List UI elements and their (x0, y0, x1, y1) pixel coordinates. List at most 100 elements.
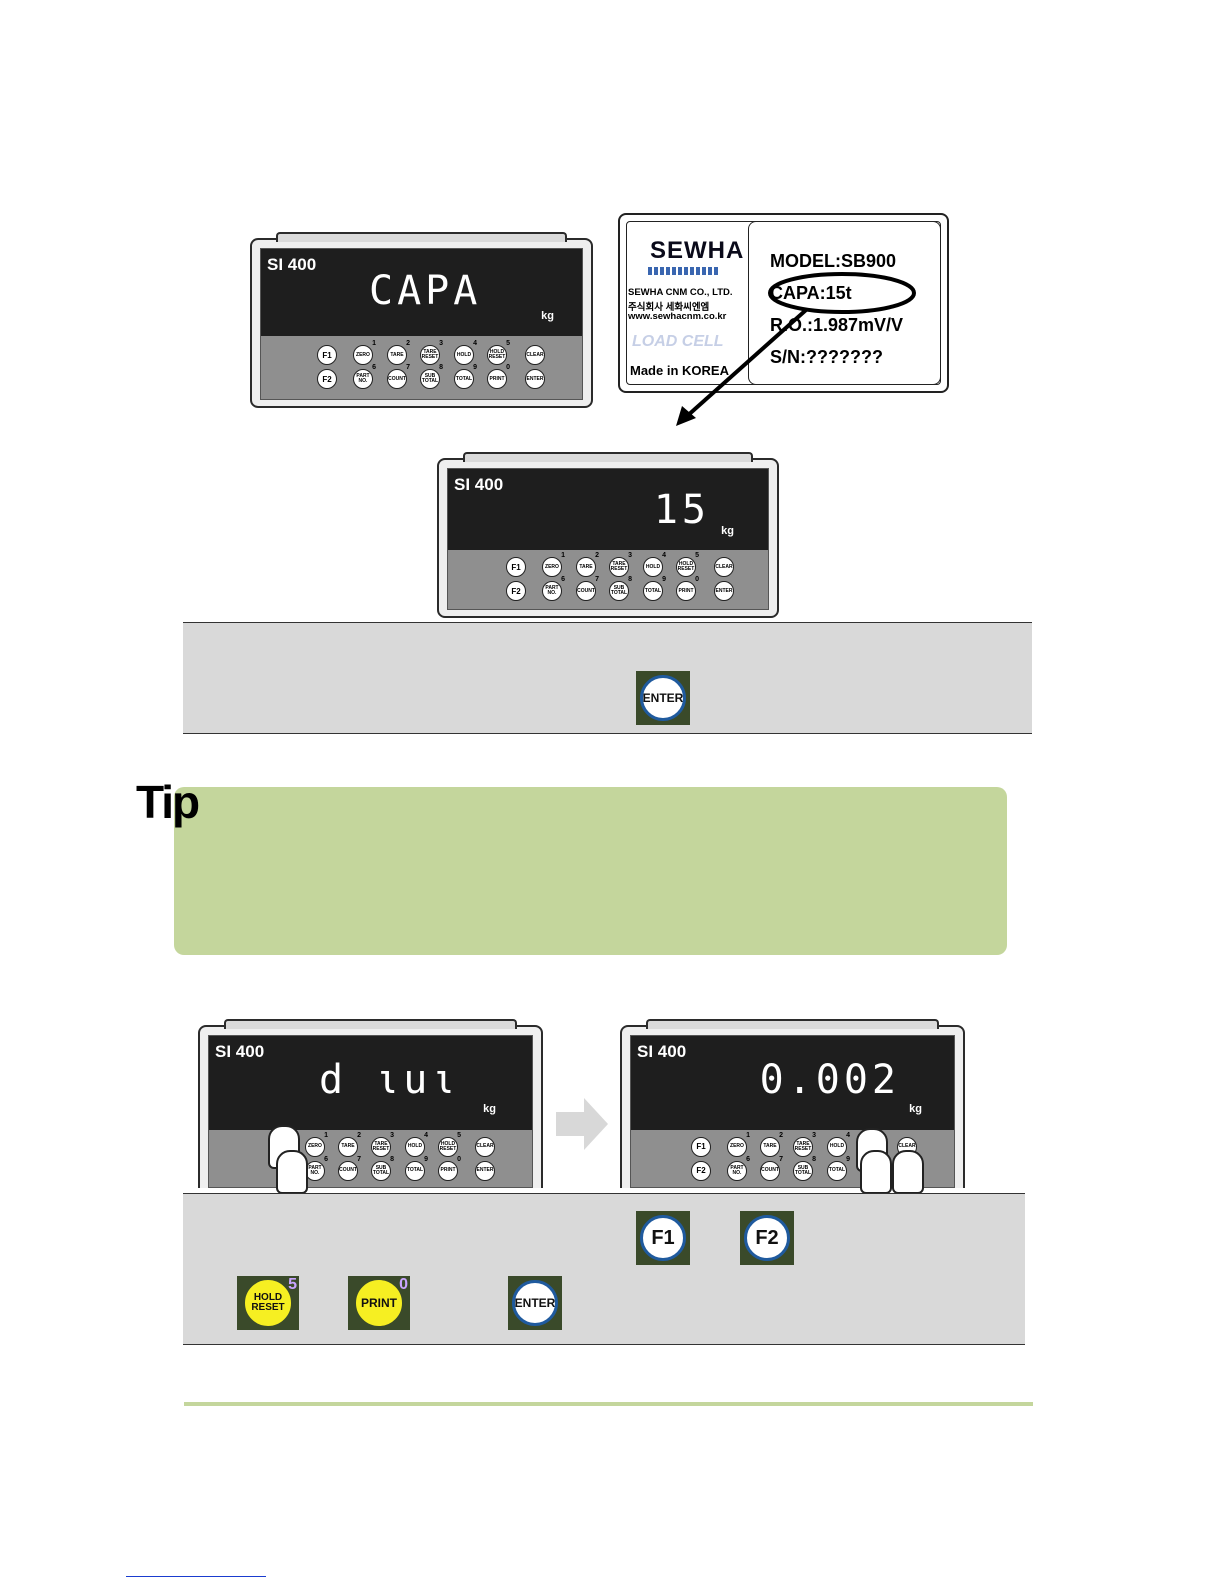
clear-key[interactable]: CLEAR (525, 345, 545, 365)
load-cell-label: SEWHA SEWHA CNM CO., LTD. 주식회사 세화씨엔엠 www… (618, 213, 949, 393)
f1-button-icon: F1 (636, 1211, 690, 1265)
arrow-right-icon (556, 1098, 608, 1150)
enter-button-icon: ENTER (636, 671, 690, 725)
f2-key[interactable]: F2 (317, 369, 337, 389)
part-no-key[interactable]: PART NO.6 (353, 364, 376, 389)
part-no-key[interactable]: PART NO.6 (542, 576, 565, 601)
print-button-icon: PRINT 0 (348, 1276, 410, 1330)
finger-icon (892, 1150, 924, 1194)
company-name: SEWHA CNM CO., LTD. (628, 287, 733, 298)
model-label: SI 400 (267, 255, 317, 274)
display-reading: d ιuι (319, 1056, 460, 1103)
display-screen: SI 400 15 kg (448, 469, 768, 551)
unit-label: kg (483, 1102, 496, 1115)
display-reading: 15 (653, 486, 710, 533)
enter-key[interactable]: ENTER (525, 369, 545, 389)
display-screen: SI 400 d ιuι kg (209, 1036, 532, 1130)
display-screen: SI 400 0.002 kg (631, 1036, 954, 1130)
hold-reset-button-icon: HOLD RESET 5 (237, 1276, 299, 1330)
finger-icon (276, 1150, 308, 1194)
capa-highlight-arrow (676, 272, 916, 426)
finger-icon (860, 1150, 892, 1194)
instruction-bar-2: F1 F2 HOLD RESET 5 PRINT 0 ENTER (183, 1193, 1025, 1345)
unit-label: kg (541, 310, 554, 323)
company-name-kr: 주식회사 세화씨엔엠 (628, 302, 710, 313)
unit-label: kg (721, 525, 734, 538)
spec-capa: CAPA:15t (770, 283, 852, 303)
clear-key[interactable]: CLEAR (475, 1136, 495, 1157)
display-screen: SI 400 CAPA kg (261, 249, 582, 336)
model-label: SI 400 (454, 475, 504, 494)
tip-title: Tip (136, 776, 200, 828)
enter-key[interactable]: ENTER (475, 1160, 495, 1181)
f1-key[interactable]: F1 (506, 557, 526, 577)
display-reading: 0.002 (759, 1056, 900, 1103)
f2-key[interactable]: F2 (691, 1160, 711, 1181)
spec-model: MODEL:SB900 (770, 251, 897, 271)
footer-link-underline (126, 1576, 266, 1577)
part-no-key[interactable]: PART NO.6 (305, 1156, 328, 1181)
f1-key[interactable]: F1 (691, 1136, 711, 1157)
f1-key[interactable]: F1 (317, 345, 337, 365)
spec-sn: S/N:??????? (770, 347, 883, 367)
f2-key[interactable]: F2 (506, 581, 526, 601)
section-divider (184, 1402, 1033, 1406)
instruction-bar-1: ENTER (183, 622, 1032, 734)
display-reading: CAPA (369, 268, 482, 315)
enter-key[interactable]: ENTER (714, 581, 734, 601)
tip-box (174, 787, 1007, 955)
enter-button-icon: ENTER (508, 1276, 562, 1330)
clear-key[interactable]: CLEAR (714, 557, 734, 577)
unit-label: kg (909, 1102, 922, 1115)
spec-ro: R.O.:1.987mV/V (770, 315, 904, 335)
part-no-key[interactable]: PART NO.6 (727, 1156, 750, 1181)
brand-logo-stripes (648, 267, 718, 275)
model-label: SI 400 (637, 1042, 687, 1061)
company-website: www.sewhacnm.co.kr (628, 311, 727, 322)
f2-button-icon: F2 (740, 1211, 794, 1265)
brand-logo: SEWHA (650, 237, 745, 264)
model-label: SI 400 (215, 1042, 265, 1061)
